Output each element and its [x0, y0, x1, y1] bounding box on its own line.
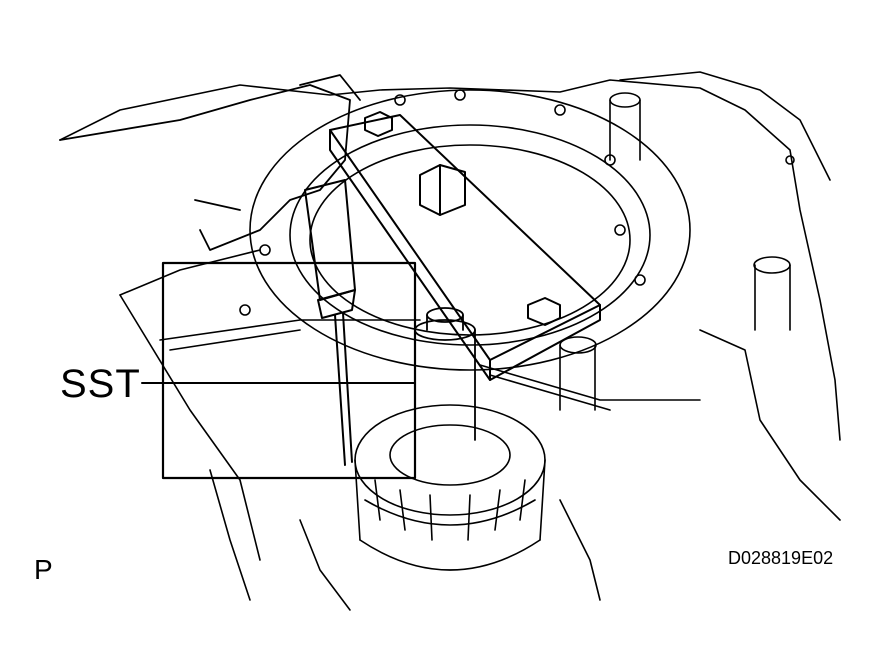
- sst-plate: [329, 111, 601, 381]
- sst-callout-box: [161, 261, 417, 480]
- sst-label: SST: [60, 362, 141, 406]
- hands: [59, 74, 361, 251]
- figure-code-label: D028819E02: [728, 548, 834, 568]
- view-letter-label: P: [34, 554, 53, 585]
- stud-bolts: [559, 92, 791, 411]
- input-shaft: [414, 307, 476, 441]
- clutch-drum-assembly: [354, 404, 546, 571]
- bearing-retainer-flange: [239, 89, 795, 371]
- transmission-case: [59, 71, 841, 611]
